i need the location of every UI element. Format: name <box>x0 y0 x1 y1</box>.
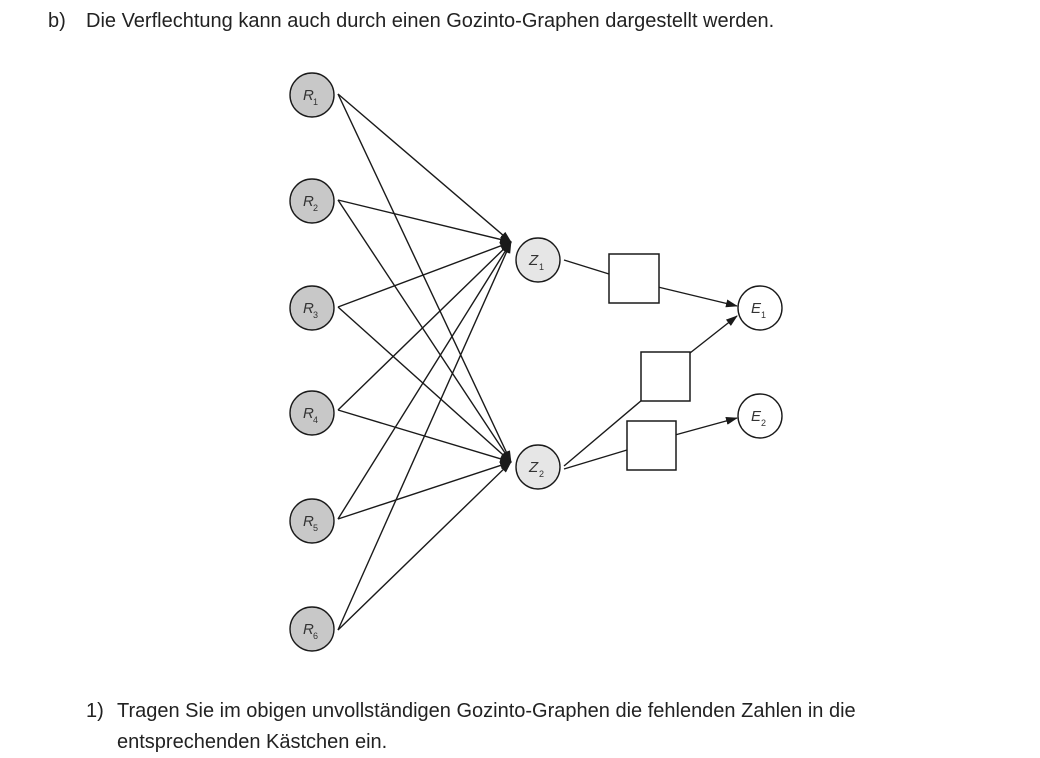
node-r2-label: R <box>303 193 314 210</box>
node-z2-circle <box>515 444 561 490</box>
answer-box-z2-e1[interactable] <box>640 351 691 402</box>
node-e2-subscript: 2 <box>761 418 766 428</box>
node-r3-circle <box>289 285 335 331</box>
node-z1-label: Z <box>528 252 539 269</box>
task-number: 1) <box>86 700 104 722</box>
exercise-heading: b) Die Verflechtung kann auch durch einen… <box>48 8 774 34</box>
node-r3-subscript: 3 <box>313 310 318 320</box>
node-e2-letter: E <box>751 408 762 425</box>
node-r2-circle <box>289 178 335 224</box>
node-r5-subscript: 5 <box>313 523 318 533</box>
edge-r5-z2 <box>337 461 512 520</box>
edge-r5-z1 <box>337 241 512 520</box>
edge-r3-z1 <box>337 241 512 308</box>
node-r1-circle <box>289 72 335 118</box>
answer-box-z2-e2[interactable] <box>626 420 677 471</box>
edge-r3-z2 <box>337 306 512 463</box>
node-z2-letter: Z <box>528 459 539 476</box>
node-e1-label: E <box>751 300 762 317</box>
node-r4-label: R <box>303 405 314 422</box>
exercise-label: b) <box>48 10 66 32</box>
edge-r1-z2 <box>337 93 512 463</box>
node-r3-label: R <box>303 300 314 317</box>
answer-boxes <box>608 253 691 471</box>
task-1: 1) Tragen Sie im obigen unvollständigen … <box>86 696 986 758</box>
node-e1-circle <box>737 285 783 331</box>
node-e2-circle <box>737 393 783 439</box>
task-text: Tragen Sie im obigen unvollständigen Goz… <box>117 700 856 753</box>
edge-z2-e2-arrow <box>674 417 738 436</box>
node-r5-letter: R <box>303 513 314 530</box>
edge-z2-e2-segment <box>563 449 628 470</box>
edge-r2-z1 <box>337 199 512 244</box>
node-z2-subscript: 2 <box>539 469 544 479</box>
node-z1-letter: Z <box>528 252 539 269</box>
edge-r4-z1 <box>337 241 512 411</box>
edge-z2-e1-arrow <box>689 315 738 354</box>
edge-z2-e1-segment <box>563 399 643 467</box>
node-r5-label: R <box>303 513 314 530</box>
graph-edges <box>337 93 738 631</box>
node-r6-subscript: 6 <box>313 631 318 641</box>
node-r1-label: R <box>303 87 314 104</box>
node-r4-subscript: 4 <box>313 415 318 425</box>
node-r4-circle <box>289 390 335 436</box>
node-r5-circle <box>289 498 335 544</box>
node-r2-letter: R <box>303 193 314 210</box>
exercise-intro-text: Die Verflechtung kann auch durch einen G… <box>86 10 775 32</box>
node-r6-label: R <box>303 621 314 638</box>
node-r1-subscript: 1 <box>313 97 318 107</box>
node-r2-subscript: 2 <box>313 203 318 213</box>
edge-z1-e1-arrow <box>657 286 738 308</box>
answer-box-z1-e1[interactable] <box>608 253 660 304</box>
edge-r6-z1 <box>337 241 512 631</box>
node-e1-letter: E <box>751 300 762 317</box>
node-r1-letter: R <box>303 87 314 104</box>
edge-r1-z1 <box>337 93 512 243</box>
node-z1-circle <box>515 237 561 283</box>
node-z2-label: Z <box>528 459 539 476</box>
node-r4-letter: R <box>303 405 314 422</box>
edge-r2-z2 <box>337 199 512 463</box>
edge-z1-e1-segment <box>563 259 610 275</box>
node-r6-letter: R <box>303 621 314 638</box>
node-r3-letter: R <box>303 300 314 317</box>
node-z1-subscript: 1 <box>539 262 544 272</box>
node-e1-subscript: 1 <box>761 310 766 320</box>
node-e2-label: E <box>751 408 762 425</box>
node-r6-circle <box>289 606 335 652</box>
edge-r6-z2 <box>337 461 512 631</box>
